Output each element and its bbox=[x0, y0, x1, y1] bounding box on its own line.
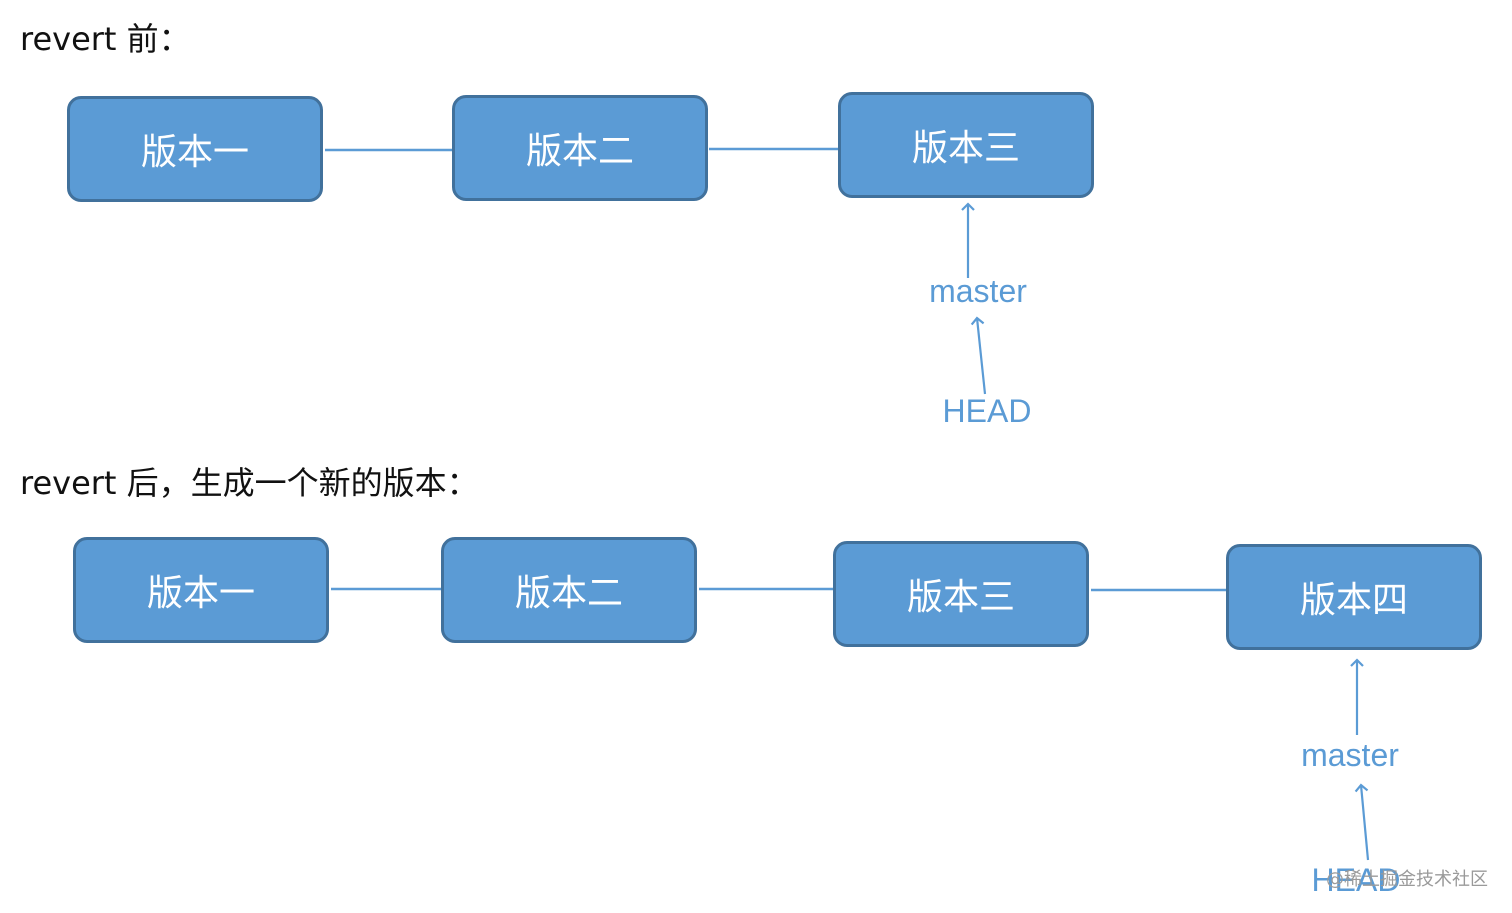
pointer-head-after: HEAD bbox=[1311, 862, 1401, 898]
node-before-v2: 版本二 bbox=[452, 95, 708, 201]
node-before-v1: 版本一 bbox=[67, 96, 323, 202]
pointer-master-before: master bbox=[929, 273, 1027, 309]
watermark: @稀土掘金技术社区 bbox=[1326, 869, 1488, 890]
node-before-v3: 版本三 bbox=[838, 92, 1094, 198]
node-after-v1: 版本一 bbox=[73, 537, 329, 643]
pointer-master-after: master bbox=[1301, 737, 1399, 773]
pointer-head-before: HEAD bbox=[942, 393, 1032, 429]
node-after-v2: 版本二 bbox=[441, 537, 697, 643]
node-after-v4: 版本四 bbox=[1226, 544, 1482, 650]
arrow-head-to-master bbox=[970, 316, 987, 395]
heading-after: revert 后，生成一个新的版本： bbox=[20, 464, 479, 502]
heading-before: revert 前： bbox=[20, 20, 191, 58]
node-after-v3: 版本三 bbox=[833, 541, 1089, 647]
arrow-head-to-master-after bbox=[1354, 783, 1370, 861]
